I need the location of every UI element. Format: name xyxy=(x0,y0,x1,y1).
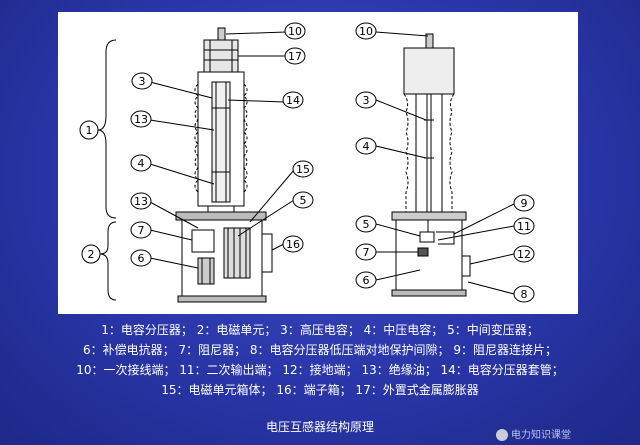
svg-text:17: 17 xyxy=(288,50,302,63)
right-callout: 6 xyxy=(355,271,377,289)
svg-text:1: 1 xyxy=(86,124,93,137)
left-callout: 6 xyxy=(130,249,152,267)
svg-text:13: 13 xyxy=(134,113,148,126)
watermark-logo-icon xyxy=(496,429,508,441)
bracket-2 xyxy=(99,221,117,301)
right-callout: 3 xyxy=(355,91,377,109)
right-callout: 11 xyxy=(513,217,535,235)
left-callout: 7 xyxy=(130,221,152,239)
svg-text:12: 12 xyxy=(517,248,531,261)
left-callout: 13 xyxy=(130,192,152,210)
legend-line-2: 6：补偿电抗器； 7：阻尼器； 8：电容分压器低压端对地保护间隙； 9：阻尼器连… xyxy=(83,343,557,357)
structure-diagram: 1 2 10 17 3 14 13 4 15 5 13 7 6 16 10 3 … xyxy=(79,22,535,303)
svg-text:5: 5 xyxy=(300,194,307,207)
svg-text:4: 4 xyxy=(138,157,145,170)
left-callout: 15 xyxy=(292,160,314,178)
svg-text:7: 7 xyxy=(363,246,370,259)
svg-text:6: 6 xyxy=(138,252,145,265)
left-callout: 10 xyxy=(284,22,306,40)
right-callout: 12 xyxy=(513,245,535,263)
left-callout: 14 xyxy=(282,91,304,109)
left-callout: 17 xyxy=(284,47,306,65)
left-callout: 3 xyxy=(131,72,153,90)
svg-text:16: 16 xyxy=(286,238,300,251)
svg-text:8: 8 xyxy=(521,288,528,301)
left-unit xyxy=(175,27,273,303)
right-callout: 7 xyxy=(355,243,377,261)
right-callout: 9 xyxy=(513,194,535,212)
group-label-1: 1 xyxy=(79,120,99,140)
right-callout: 4 xyxy=(355,137,377,155)
left-callout: 4 xyxy=(130,154,152,172)
right-callout: 10 xyxy=(355,22,377,40)
right-callout: 5 xyxy=(355,215,377,233)
svg-text:14: 14 xyxy=(286,94,300,107)
diagram-panel: 1 2 10 17 3 14 13 4 15 5 13 7 6 16 10 3 … xyxy=(58,12,578,314)
left-callout: 16 xyxy=(282,235,304,253)
svg-text:11: 11 xyxy=(517,220,531,233)
legend-line-3: 10：一次接线端； 11：二次输出端； 12：接地端； 13：绝缘油； 14：电… xyxy=(76,363,564,377)
watermark: 电力知识课堂 xyxy=(496,426,571,441)
svg-text:5: 5 xyxy=(363,218,370,231)
legend-line-1: 1：电容分压器； 2：电磁单元； 3：高压电容； 4：中压电容； 5：中间变压器… xyxy=(101,323,539,337)
svg-text:13: 13 xyxy=(134,195,148,208)
legend-line-4: 15：电磁单元箱体； 16：端子箱； 17：外置式金属膨胀器 xyxy=(161,383,479,397)
svg-text:7: 7 xyxy=(138,224,145,237)
left-callout: 5 xyxy=(292,191,314,209)
svg-text:10: 10 xyxy=(288,25,302,38)
svg-text:3: 3 xyxy=(139,75,146,88)
svg-text:2: 2 xyxy=(88,248,95,261)
left-callout: 13 xyxy=(130,110,152,128)
group-label-2: 2 xyxy=(81,244,101,264)
svg-text:9: 9 xyxy=(521,197,528,210)
svg-text:10: 10 xyxy=(359,25,373,38)
caption: 电压互感器结构原理 xyxy=(265,420,374,434)
svg-text:4: 4 xyxy=(363,140,370,153)
right-unit xyxy=(391,33,471,297)
svg-text:15: 15 xyxy=(296,163,310,176)
svg-text:6: 6 xyxy=(363,274,370,287)
right-callout: 8 xyxy=(513,285,535,303)
bracket-1 xyxy=(97,39,117,219)
svg-text:3: 3 xyxy=(363,94,370,107)
